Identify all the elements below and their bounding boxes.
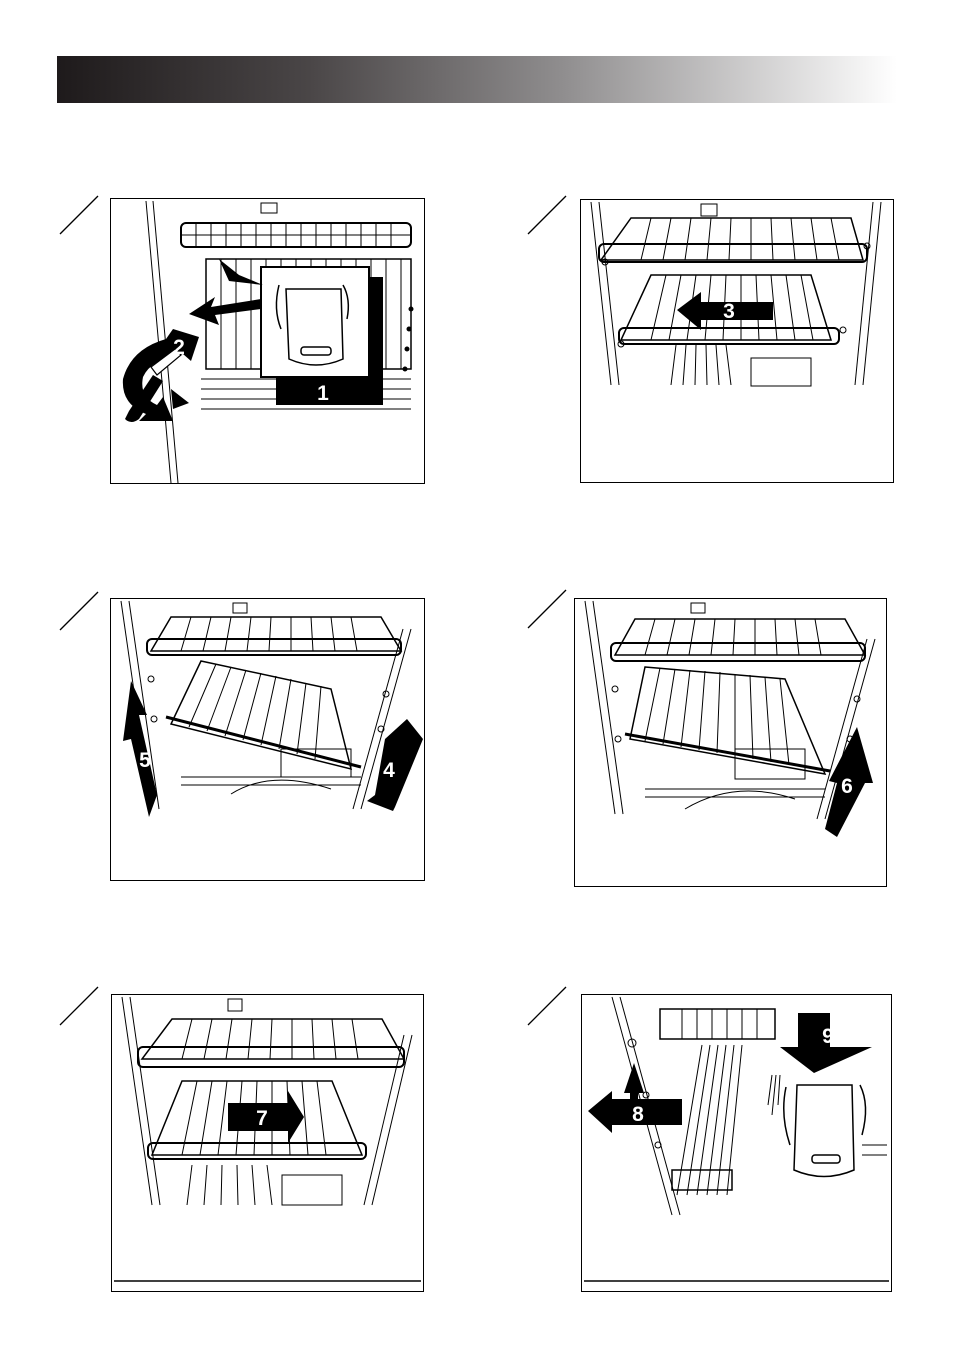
figure-marker-b (526, 194, 568, 236)
shelf-drawing-2 (581, 200, 893, 482)
section-header-bar (57, 56, 897, 103)
illustration-panel-remove-clip: 1 2 (110, 198, 425, 484)
illustration-panel-replace-shelf: 7 (111, 994, 424, 1292)
shelf-drawing-4 (575, 599, 886, 886)
shelf-drawing-6 (582, 995, 891, 1291)
figure-marker-a (58, 194, 100, 236)
figure-marker-c (58, 590, 100, 632)
shelf-drawing-1 (111, 199, 424, 483)
shelf-drawing-5 (112, 995, 423, 1291)
figure-marker-e (58, 985, 100, 1027)
illustration-panel-tilt-shelf: 5 4 (110, 598, 425, 881)
illustration-panel-slide-shelf: 3 (580, 199, 894, 483)
shelf-drawing-3 (111, 599, 424, 880)
figure-marker-d (526, 588, 568, 630)
illustration-panel-refit-clip: 9 8 (581, 994, 892, 1292)
illustration-panel-lift-shelf: 6 (574, 598, 887, 887)
figure-marker-f (526, 985, 568, 1027)
